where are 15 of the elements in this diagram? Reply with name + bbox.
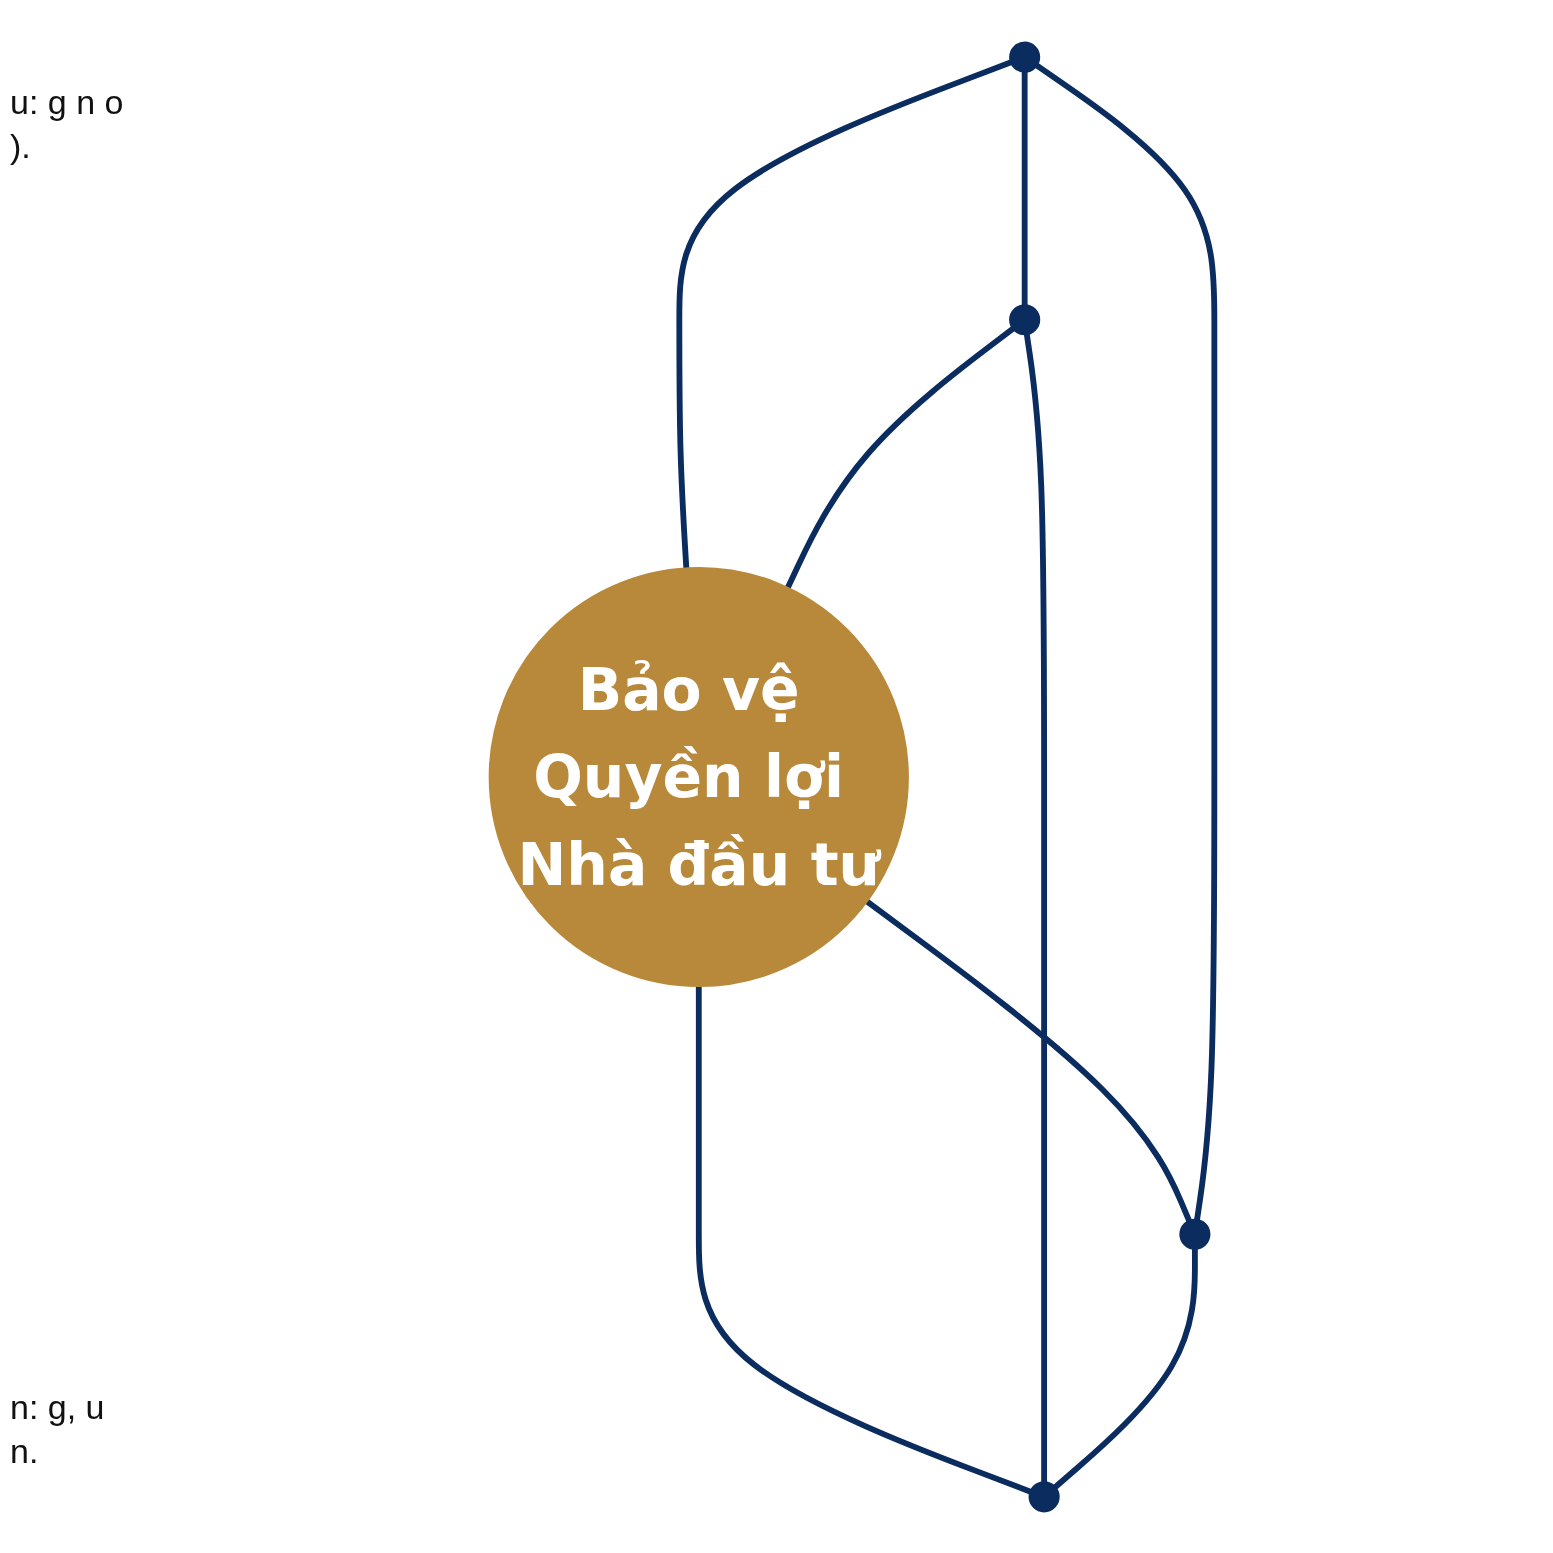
node-circle [1028, 1480, 1060, 1512]
connector [695, 985, 1031, 1494]
node-circle: Bảo vệ Quyền lợi Nhà đầu tư [488, 566, 909, 987]
text-fragment: u: g n o ). [10, 82, 125, 168]
node-circle [1178, 1218, 1210, 1250]
node-circle [1008, 41, 1040, 73]
connector [1023, 333, 1047, 1482]
connector [1034, 62, 1217, 1220]
connector [1021, 71, 1028, 305]
connector [864, 898, 1192, 1222]
text-fragment: n: g, u n. [10, 1386, 106, 1472]
node-circle [1008, 303, 1040, 335]
connector [675, 59, 1012, 568]
connector [1052, 1248, 1198, 1489]
connector [784, 325, 1015, 589]
